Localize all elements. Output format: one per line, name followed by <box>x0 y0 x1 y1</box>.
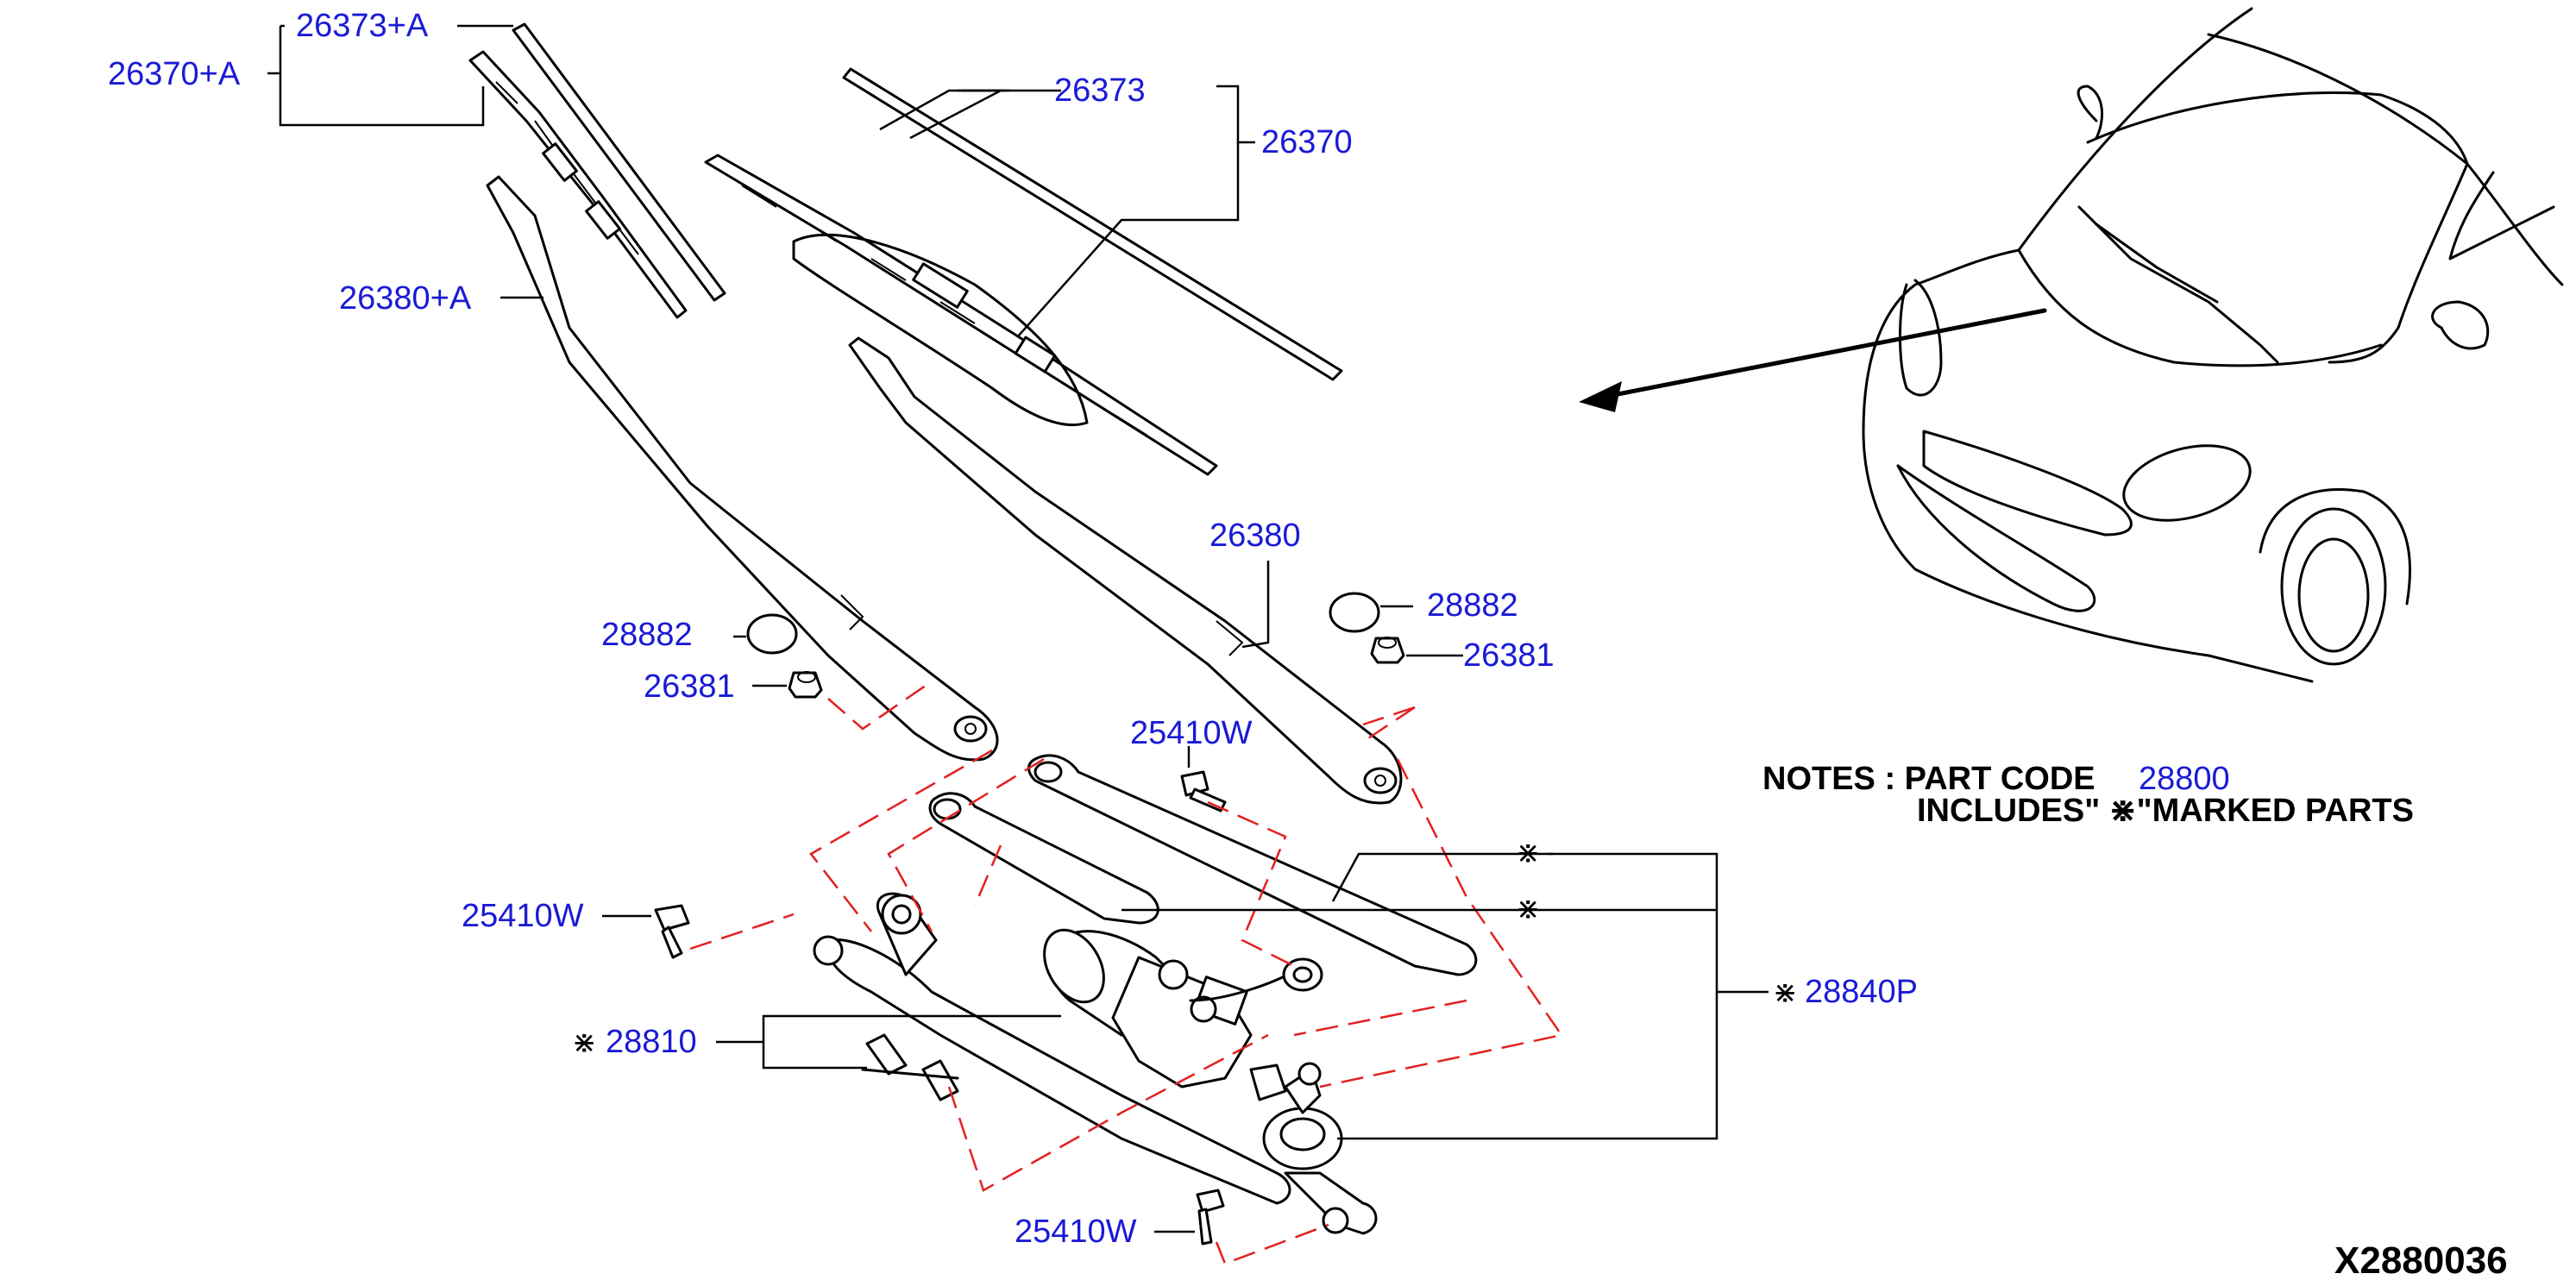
label-bolt-top: 25410W <box>1130 715 1253 751</box>
star-motor: ⋇ <box>572 1026 597 1060</box>
label-bolt-bottom: 25410W <box>1015 1214 1137 1250</box>
assembly-guide-lines <box>689 680 1564 1265</box>
star-rod-lower: ⋇ <box>1516 892 1541 926</box>
label-refill-right: 26373 <box>1054 72 1146 109</box>
wiper-motor <box>1043 928 1323 1101</box>
part-number-labels: 26373+A 26370+A 26380+A 26373 26370 2638… <box>108 8 1918 1250</box>
vehicle-illustration <box>1579 7 2564 683</box>
label-bolt-left: 25410W <box>462 898 584 934</box>
label-nut-right: 26381 <box>1463 637 1555 674</box>
left-wiper-arm <box>486 175 999 762</box>
drawing-id: X2880036 <box>2334 1239 2508 1280</box>
notes-line-2: INCLUDES" ⋇"MARKED PARTS <box>1917 793 2414 829</box>
label-linkage-assy: 28840P <box>1805 974 1918 1010</box>
pivot-caps-and-nuts <box>746 592 1405 699</box>
star-rod-upper: ⋇ <box>1516 836 1541 870</box>
label-refill-left: 26373+A <box>296 8 429 44</box>
left-wiper-blade-assembly <box>468 22 726 319</box>
right-wiper-arm <box>848 336 1403 805</box>
callout-leader-lines <box>267 24 1769 1233</box>
right-wiper-blade-assembly <box>704 67 1343 476</box>
label-arm-left: 26380+A <box>339 280 472 317</box>
label-cap-right: 28882 <box>1427 587 1518 624</box>
wiper-linkage <box>813 754 1478 1235</box>
label-blade-right: 26370 <box>1261 124 1353 160</box>
notes-part-code: 28800 <box>2139 761 2230 797</box>
mounting-bolts <box>654 770 1227 1245</box>
label-blade-left: 26370+A <box>108 56 241 92</box>
label-cap-left: 28882 <box>601 617 693 653</box>
label-nut-left: 26381 <box>644 668 735 705</box>
label-arm-right: 26380 <box>1209 518 1301 554</box>
notes-line-1: NOTES : PART CODE <box>1762 761 2095 797</box>
notes-block: NOTES : PART CODE 28800 INCLUDES" ⋇"MARK… <box>1762 761 2414 829</box>
label-motor: 28810 <box>606 1024 697 1060</box>
star-linkage: ⋇ <box>1773 976 1798 1010</box>
